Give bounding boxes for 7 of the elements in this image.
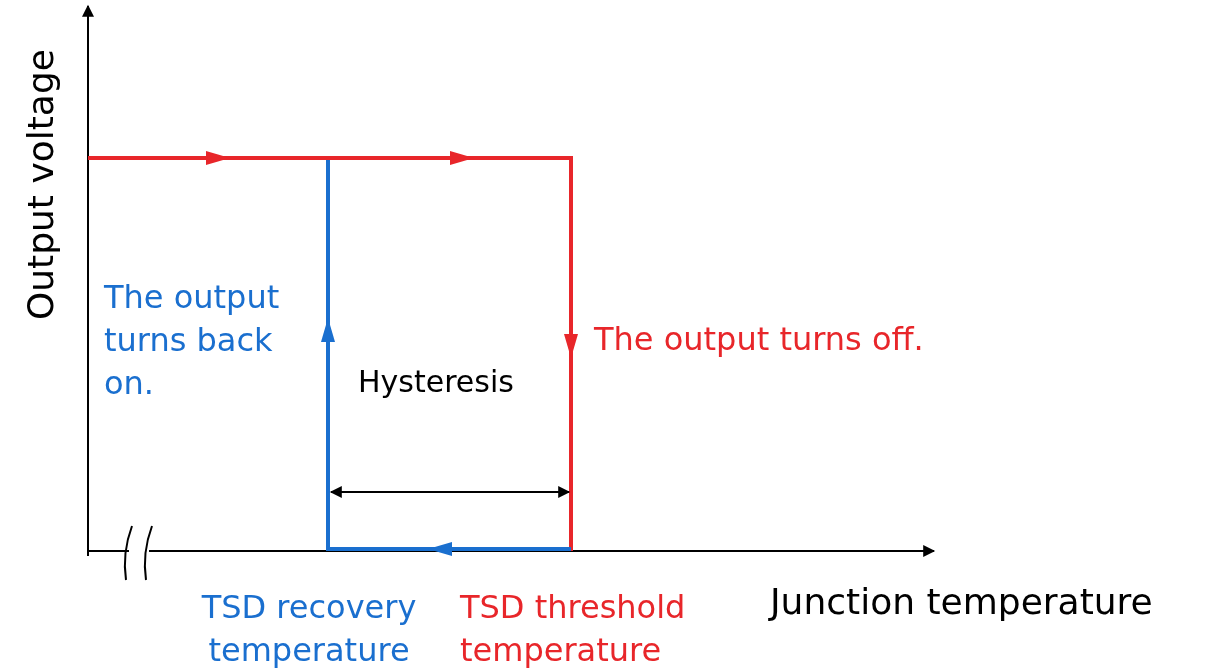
axis-title: Junction temperature bbox=[770, 580, 1153, 624]
axis-title: Output voltage bbox=[18, 49, 62, 321]
axis-label: TSD recovery temperature bbox=[200, 587, 418, 672]
axis-label: TSD threshold temperature bbox=[460, 587, 687, 672]
dimension-label: Hysteresis bbox=[358, 364, 514, 400]
annotation: The output turns back on. bbox=[104, 277, 281, 405]
annotation: The output turns off. bbox=[594, 320, 924, 359]
